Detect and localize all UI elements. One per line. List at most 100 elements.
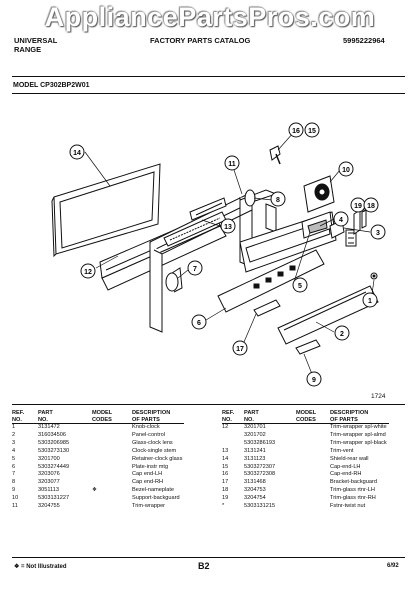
- table-row: 17 3131468 Bracket-backguard: [222, 479, 389, 487]
- svg-text:10: 10: [342, 167, 350, 174]
- end-cap-lh-part: [165, 267, 183, 293]
- svg-text:13: 13: [224, 224, 232, 231]
- part-number-cell: 5303131227: [38, 495, 70, 502]
- callout-13: 13: [220, 218, 236, 234]
- callout-18: 18: [363, 197, 379, 213]
- callout-10: 10: [338, 161, 354, 177]
- part-number-cell: 5303272307: [244, 463, 276, 470]
- col-ref: REF.NO.: [222, 410, 244, 424]
- model-code-cell: ❖: [92, 487, 98, 494]
- description-cell: Cap end-RH: [132, 479, 164, 486]
- model-code-cell: [92, 464, 132, 472]
- svg-text:2: 2: [340, 331, 344, 338]
- end-cap-rh-part: [244, 189, 256, 207]
- description-cell: Cap-end-RH: [330, 471, 362, 478]
- ref-cell: 11: [12, 503, 18, 510]
- callout-1: 1: [362, 292, 378, 308]
- ref-cell: 3: [12, 439, 16, 446]
- model-code-cell: [92, 448, 132, 456]
- description-cell: Trim-vent: [330, 447, 354, 454]
- ref-cell: [222, 432, 244, 440]
- brand-line-1: UNIVERSAL: [14, 36, 58, 45]
- description-cell: Glass-clock lens: [132, 439, 173, 446]
- part-number-cell: 3131468: [244, 479, 266, 486]
- model-code-cell: [296, 448, 330, 456]
- ref-cell: 19: [222, 495, 229, 502]
- part-number-cell: 5303273130: [38, 447, 70, 454]
- ref-cell: 17: [222, 479, 229, 486]
- ref-cell: 16: [222, 471, 229, 478]
- callout-17: 17: [232, 340, 248, 356]
- description-cell: Retainer-clock glass: [132, 455, 183, 462]
- lower-control-panel-part: [277, 285, 379, 345]
- table-top-rule: [12, 404, 405, 405]
- description-cell: Trim-glass rtnr-RH: [330, 495, 376, 502]
- model-code-cell: [92, 479, 132, 487]
- brand-block: UNIVERSAL RANGE: [14, 36, 57, 54]
- part-number-cell: 5303206985: [38, 439, 70, 446]
- callout-15: 15: [304, 122, 320, 138]
- part-number-cell: 3131123: [244, 455, 266, 462]
- ref-cell: *: [222, 503, 225, 510]
- description-cell: Trim-glass rtnr-LH: [330, 487, 375, 494]
- callout-labels: 14 16 15 11 10 8 13 4 19 18 3 12 7 5 1 6…: [69, 122, 386, 387]
- description-cell: Shield-rear wall: [330, 455, 369, 462]
- control-panel-part: [239, 211, 357, 273]
- rear-wall-shield-part: [51, 163, 161, 258]
- part-number-cell: 3201700: [38, 455, 60, 462]
- bezel-nameplate-part: [295, 339, 321, 355]
- svg-text:12: 12: [84, 269, 92, 276]
- description-cell: Panel-control: [132, 431, 165, 438]
- model-code-cell: [296, 479, 330, 487]
- brand-line-2: RANGE: [14, 45, 42, 54]
- svg-text:15: 15: [308, 128, 316, 135]
- svg-text:5: 5: [298, 283, 302, 290]
- model-code-cell: [92, 456, 132, 464]
- ref-cell: 18: [222, 487, 229, 494]
- svg-text:16: 16: [292, 128, 300, 135]
- description-cell: Bracket-backguard: [330, 479, 377, 486]
- description-cell: Trim-wrapper spl-almd: [330, 431, 386, 438]
- svg-text:9: 9: [312, 377, 316, 384]
- ref-cell: 14: [222, 455, 229, 462]
- callout-2: 2: [334, 325, 350, 341]
- svg-text:14: 14: [73, 150, 81, 157]
- ref-cell: 9: [12, 487, 16, 494]
- col-ref: REF.NO.: [12, 410, 38, 424]
- description-cell: Cap end-LH: [132, 471, 163, 478]
- ref-cell: 8: [12, 479, 16, 486]
- callout-5: 5: [292, 277, 308, 293]
- description-cell: Clock-single stem: [132, 447, 177, 454]
- callout-12: 12: [80, 263, 96, 279]
- ref-cell: 1: [12, 424, 16, 430]
- table-row: 14 3131123 Shield-rear wall: [222, 456, 389, 464]
- svg-text:17: 17: [236, 346, 244, 353]
- model-code-cell: [296, 464, 330, 472]
- instrument-mounting-plate-part: [217, 249, 325, 313]
- svg-text:7: 7: [193, 266, 197, 273]
- part-number-cell: 3201701: [244, 424, 266, 430]
- ref-cell: 10: [12, 495, 19, 502]
- callout-6: 6: [191, 314, 207, 330]
- ref-cell: 15: [222, 463, 229, 470]
- description-cell: Trim-wrapper: [132, 503, 166, 510]
- description-cell: Bezel-nameplate: [132, 487, 174, 494]
- catalog-title: FACTORY PARTS CATALOG: [150, 36, 251, 45]
- header-rule: [12, 76, 405, 77]
- model-code-cell: [296, 440, 330, 448]
- not-illustrated-note: ❖ = Not Illustrated: [14, 564, 67, 570]
- ref-cell: 13: [222, 447, 229, 454]
- description-cell: Fstnr-twist nut: [330, 503, 366, 510]
- model-code-cell: [296, 432, 330, 440]
- part-number-cell: 5303272308: [244, 471, 276, 478]
- description-cell: Trim-wrapper spl-white: [330, 424, 387, 430]
